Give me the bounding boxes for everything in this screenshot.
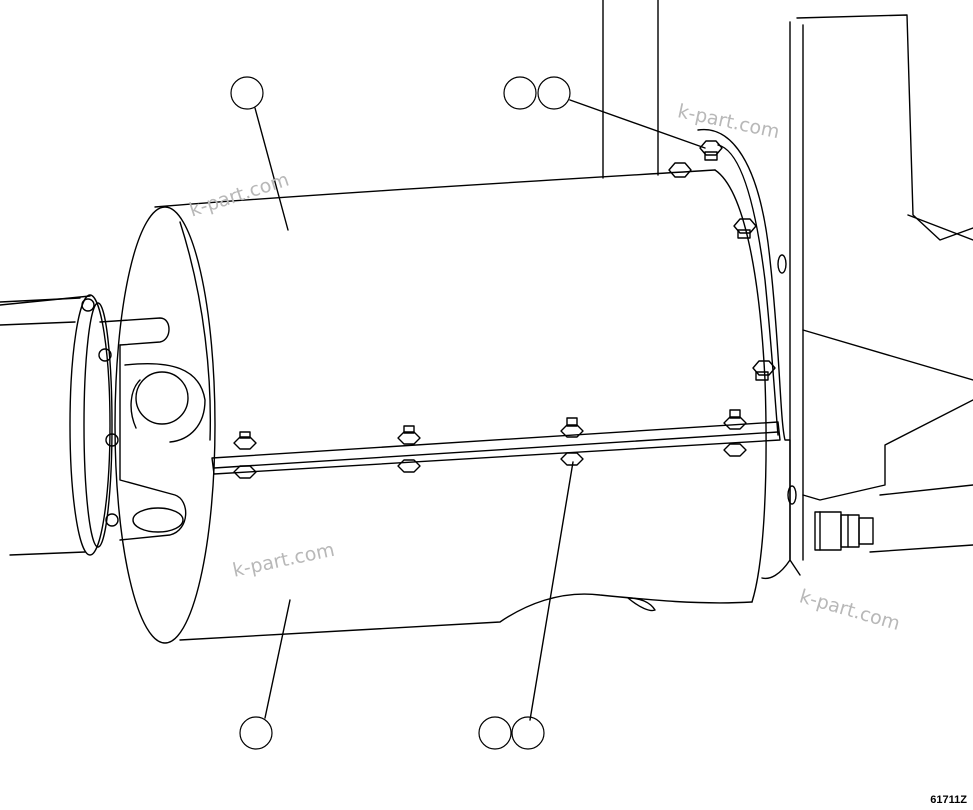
leader-lines — [254, 99, 706, 721]
muffler-body — [114, 169, 767, 644]
strap-bolts — [233, 409, 747, 479]
callout-bottom-mid-b — [511, 716, 545, 750]
figure-code: 61711Z — [930, 794, 967, 806]
mounting-bracket — [602, 0, 973, 580]
callout-top-left — [230, 76, 264, 110]
mounting-strap — [211, 421, 781, 475]
callout-bottom-left — [239, 716, 273, 750]
inlet-pipe — [0, 294, 206, 556]
bracket-bolts — [668, 140, 776, 381]
callout-top-right-a — [503, 76, 537, 110]
callout-top-right-b — [537, 76, 571, 110]
callout-circles — [230, 76, 571, 750]
callout-bottom-mid-a — [478, 716, 512, 750]
